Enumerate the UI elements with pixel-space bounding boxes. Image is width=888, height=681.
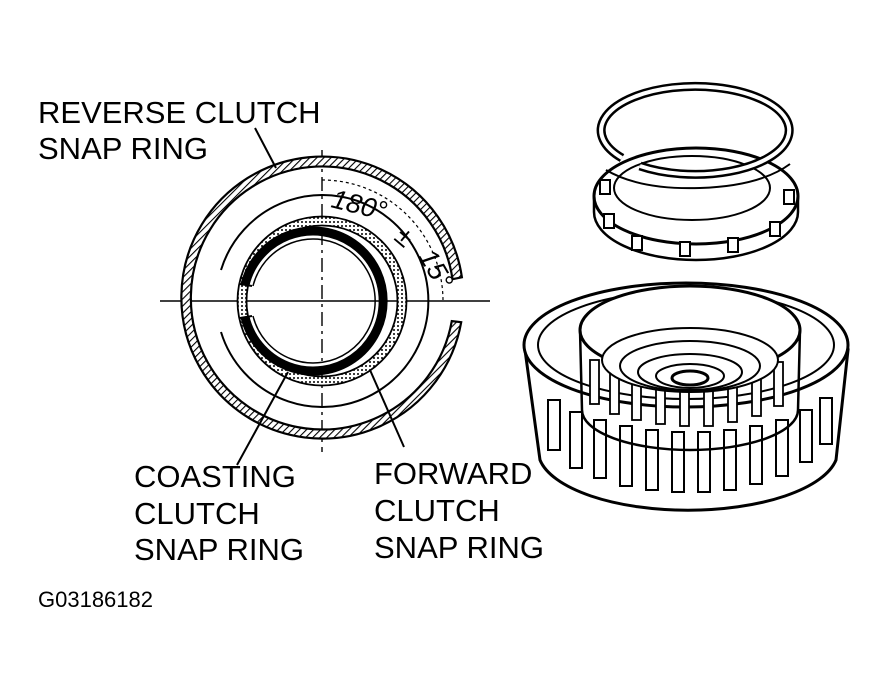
- forward-ring-outer-edge: [236, 215, 408, 387]
- reverse-leader-line: [254, 127, 277, 169]
- backing-ring-arc: [220, 194, 430, 408]
- hub-ring-5: [655, 363, 725, 389]
- loose-snap-ring-highlight: [599, 84, 792, 177]
- coasting-ring-inner: [252, 238, 376, 364]
- clutch-plate-teeth: [599, 179, 795, 257]
- hub-wall: [578, 329, 802, 452]
- figure-code: G03186182: [38, 587, 153, 612]
- coasting-clutch-snap-ring: [240, 226, 388, 376]
- angle-arc: [321, 179, 444, 302]
- loose-snap-ring-lower: [605, 163, 791, 190]
- hub-ring-4: [637, 353, 743, 391]
- coasting-gap-cap-top: [239, 283, 253, 287]
- forward-ring-inner-edge: [245, 224, 399, 378]
- clutch-plate-thickness: [592, 196, 800, 262]
- coasting-leader-line: [236, 371, 289, 466]
- hub-splines: [589, 359, 784, 427]
- coasting-label-line-3: SNAP RING: [134, 532, 304, 567]
- reverse-label-line-2: SNAP RING: [38, 131, 208, 166]
- coasting-gap-cap-bottom: [239, 315, 253, 319]
- reverse-label-line-1: REVERSE CLUTCH: [38, 95, 321, 130]
- forward-clutch-snap-ring: [237, 216, 407, 386]
- clutch-drum-illustration: [522, 281, 850, 512]
- forward-leader-line: [369, 369, 405, 448]
- coasting-label-line-1: COASTING: [134, 459, 296, 494]
- coasting-label-line-2: CLUTCH: [134, 496, 260, 531]
- forward-label-line-2: CLUTCH: [374, 493, 500, 528]
- ring-gap-diagram: 180° ± 15°: [160, 127, 490, 466]
- hub-center: [670, 369, 710, 387]
- forward-label-line-1: FORWARD: [374, 456, 532, 491]
- forward-label-line-3: SNAP RING: [374, 530, 544, 565]
- snap-ring-and-plate-illustration: [592, 81, 800, 262]
- reverse-clutch-snap-ring: [180, 155, 464, 440]
